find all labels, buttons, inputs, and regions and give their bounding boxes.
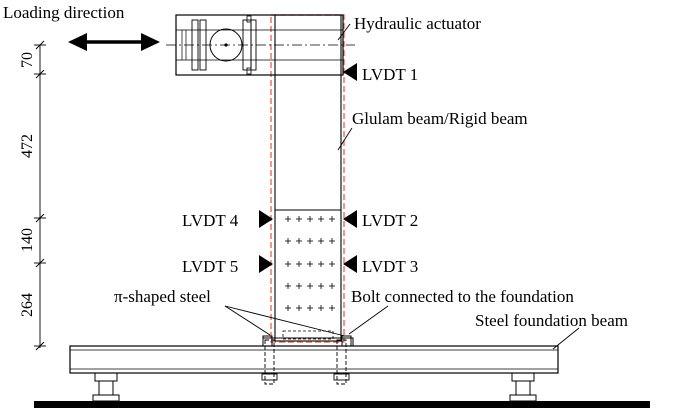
leader-lines	[224, 23, 580, 350]
lvdt5-marker	[259, 255, 273, 273]
lvdt5-label: LVDT 5	[182, 257, 238, 276]
bolt-pattern	[285, 216, 335, 311]
lvdt2-label: LVDT 2	[362, 211, 418, 230]
loading-direction-label: Loading direction	[3, 3, 125, 22]
lvdt1-label: LVDT 1	[362, 65, 418, 84]
pi-shaped-steel	[262, 330, 354, 347]
hydraulic-actuator	[166, 14, 355, 76]
steel-foundation-beam	[69, 345, 559, 402]
glulam-column	[270, 14, 345, 343]
dimension-70: 70	[19, 52, 36, 68]
glulam-beam-label: Glulam beam/Rigid beam	[352, 109, 528, 128]
pi-shaped-steel-label: π-shaped steel	[114, 287, 211, 306]
bolt-connected-label: Bolt connected to the foundation	[351, 287, 574, 306]
lvdt4-marker	[259, 210, 273, 228]
ground-slab	[34, 401, 650, 408]
foundation-bolts	[261, 339, 350, 385]
steel-foundation-beam-label: Steel foundation beam	[475, 311, 628, 330]
lvdt4-label: LVDT 4	[182, 211, 239, 230]
lvdt2-marker	[343, 210, 357, 228]
lvdt1-marker	[343, 63, 357, 81]
dimension-472: 472	[19, 134, 36, 158]
dimension-140: 140	[19, 228, 36, 252]
loading-direction-arrow	[68, 33, 160, 51]
dimension-264: 264	[19, 293, 36, 317]
lvdt3-marker	[343, 255, 357, 273]
hydraulic-actuator-label: Hydraulic actuator	[354, 14, 481, 33]
dimension-line	[34, 40, 46, 351]
lvdt3-label: LVDT 3	[362, 257, 418, 276]
